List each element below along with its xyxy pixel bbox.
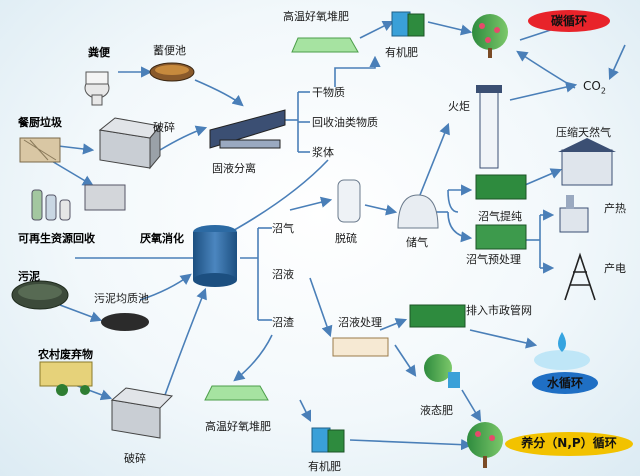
sludge-pool-icon (101, 313, 149, 331)
arrow-xubianchi-guye (194, 79, 244, 107)
label-zhaoqi: 沼气 (272, 222, 294, 235)
label-kezaisheng: 可再生资源回收 (18, 232, 95, 245)
label-paiiru: 排入市政管网 (466, 304, 532, 317)
arrow-zhaozha-gaowen (233, 334, 273, 382)
liquid-fertilizer-icon (424, 354, 460, 388)
arrow-wunichi-tank (139, 273, 192, 301)
yangfen-badge: 养分（N,P）循环 (505, 432, 633, 456)
arrow-zhaoqi-tuoliu (289, 196, 333, 211)
label-youjifei-top: 有机肥 (385, 46, 418, 59)
arrow-wuni-chi (59, 304, 103, 323)
digester-tank-icon (193, 225, 237, 287)
gas-purify-icon (475, 174, 527, 200)
tree-bottom-icon (467, 422, 503, 468)
label-tuoliu: 脱硫 (335, 232, 357, 245)
water-drop-icon (534, 332, 590, 370)
recycle-bottles-icon (31, 184, 126, 221)
shuixunhuan-badge: 水循环 (532, 372, 598, 394)
label-wuni: 污泥 (18, 270, 40, 283)
label-zhaoqi-yuchuli: 沼气预处理 (466, 253, 521, 266)
label-youjifei-bottom: 有机肥 (308, 460, 341, 473)
label-huishou-oil: 回收油类物质 (312, 116, 378, 129)
power-tower-icon (564, 252, 596, 301)
co2-text: CO (583, 79, 601, 93)
cesspool-icon (149, 62, 195, 82)
sludge-icon (11, 280, 69, 310)
label-yasuo: 压缩天然气 (556, 126, 611, 139)
gas-holder-icon (397, 194, 439, 229)
arrow-chuqi-yuchuli (447, 211, 473, 243)
arrow-gaowen-youjifei-b (299, 399, 312, 423)
label-co2: CO2 (583, 80, 606, 97)
label-zhaoqi-tichun: 沼气提纯 (478, 210, 522, 223)
label-ganwuzhi: 干物质 (312, 86, 345, 99)
label-zhaozha: 沼渣 (272, 316, 294, 329)
arrow-paiiru-water (469, 329, 538, 349)
arrow-chuli-paiiru (379, 318, 408, 331)
arrow-huoju-co2 (509, 81, 578, 101)
arrow-zhaoye-chuli (309, 277, 333, 338)
label-fenbian: 粪便 (88, 46, 110, 59)
label-jiangti: 浆体 (312, 146, 334, 159)
arrow-youjifei-tree (427, 21, 473, 36)
label-zhaoye-chuli: 沼液处理 (338, 316, 382, 329)
arrow-posui-tank (164, 287, 207, 396)
kitchen-waste-icon (19, 137, 61, 163)
arrow-gaowen-youjifei (359, 20, 395, 39)
arrow-yetaifei-tree (461, 389, 482, 422)
arrow-chuqi-huoju (419, 122, 450, 196)
arrow-canchu-recycle (49, 159, 94, 187)
crusher-bottom-icon (110, 387, 174, 439)
gas-bracket (447, 189, 459, 213)
liquid-treatment-icon (332, 337, 389, 357)
heat-plant-icon (559, 195, 589, 233)
rural-waste-icon (39, 361, 93, 396)
toilet-icon (84, 71, 110, 106)
label-posui-bottom: 破碎 (124, 452, 146, 465)
label-chuqi: 储气 (406, 236, 428, 249)
fertilizer-bags-top-icon (391, 11, 425, 37)
arrow-co2-tree (516, 50, 576, 89)
arrow-tuoliu-chuqi (364, 204, 398, 216)
label-yanyang: 厌氧消化 (140, 232, 184, 245)
arrow-youjifei-tree-b (349, 439, 473, 451)
label-chanre: 产热 (604, 202, 626, 215)
label-xubianchi: 蓄便池 (153, 44, 186, 57)
compost-bottom-icon (204, 385, 269, 401)
arrow-ganwuzhi-gaowen (334, 55, 381, 87)
label-canchu: 餐厨垃圾 (18, 116, 62, 129)
arrow-nongcun-posui (74, 384, 113, 401)
label-nongcun: 农村废弃物 (38, 348, 93, 361)
flare-tower-icon (476, 85, 502, 169)
label-chandian: 产电 (604, 262, 626, 275)
label-posui-top: 破碎 (153, 121, 175, 134)
label-zhaoye: 沼液 (272, 268, 294, 281)
label-yetaifei: 液态肥 (420, 404, 453, 417)
label-wuni-chi: 污泥均质池 (94, 292, 149, 305)
separator-icon (209, 109, 286, 149)
gas-pretreat-icon (475, 224, 527, 250)
tanxunhuan-badge: 碳循环 (528, 10, 610, 32)
label-gaowen-top: 高温好氧堆肥 (283, 10, 349, 23)
arrow-posui-guye (159, 125, 208, 151)
label-huoju: 火炬 (448, 100, 470, 113)
desulfurizer-icon (337, 179, 361, 223)
label-guye: 固液分离 (212, 162, 256, 175)
arrow-tanxunhuan-co2 (608, 44, 626, 81)
arrow-tichun-yasuo (524, 168, 563, 186)
co2-subscript: 2 (600, 86, 606, 96)
tree-top-icon (472, 14, 508, 58)
pipe-network-icon (409, 304, 466, 328)
crusher-top-icon (98, 117, 161, 170)
compost-top-icon (291, 37, 359, 53)
cng-station-icon (558, 138, 616, 186)
label-gaowen-bottom: 高温好氧堆肥 (205, 420, 271, 433)
arrow-chuli-yetaifei (394, 344, 417, 377)
fertilizer-bags-bottom-icon (311, 427, 345, 453)
